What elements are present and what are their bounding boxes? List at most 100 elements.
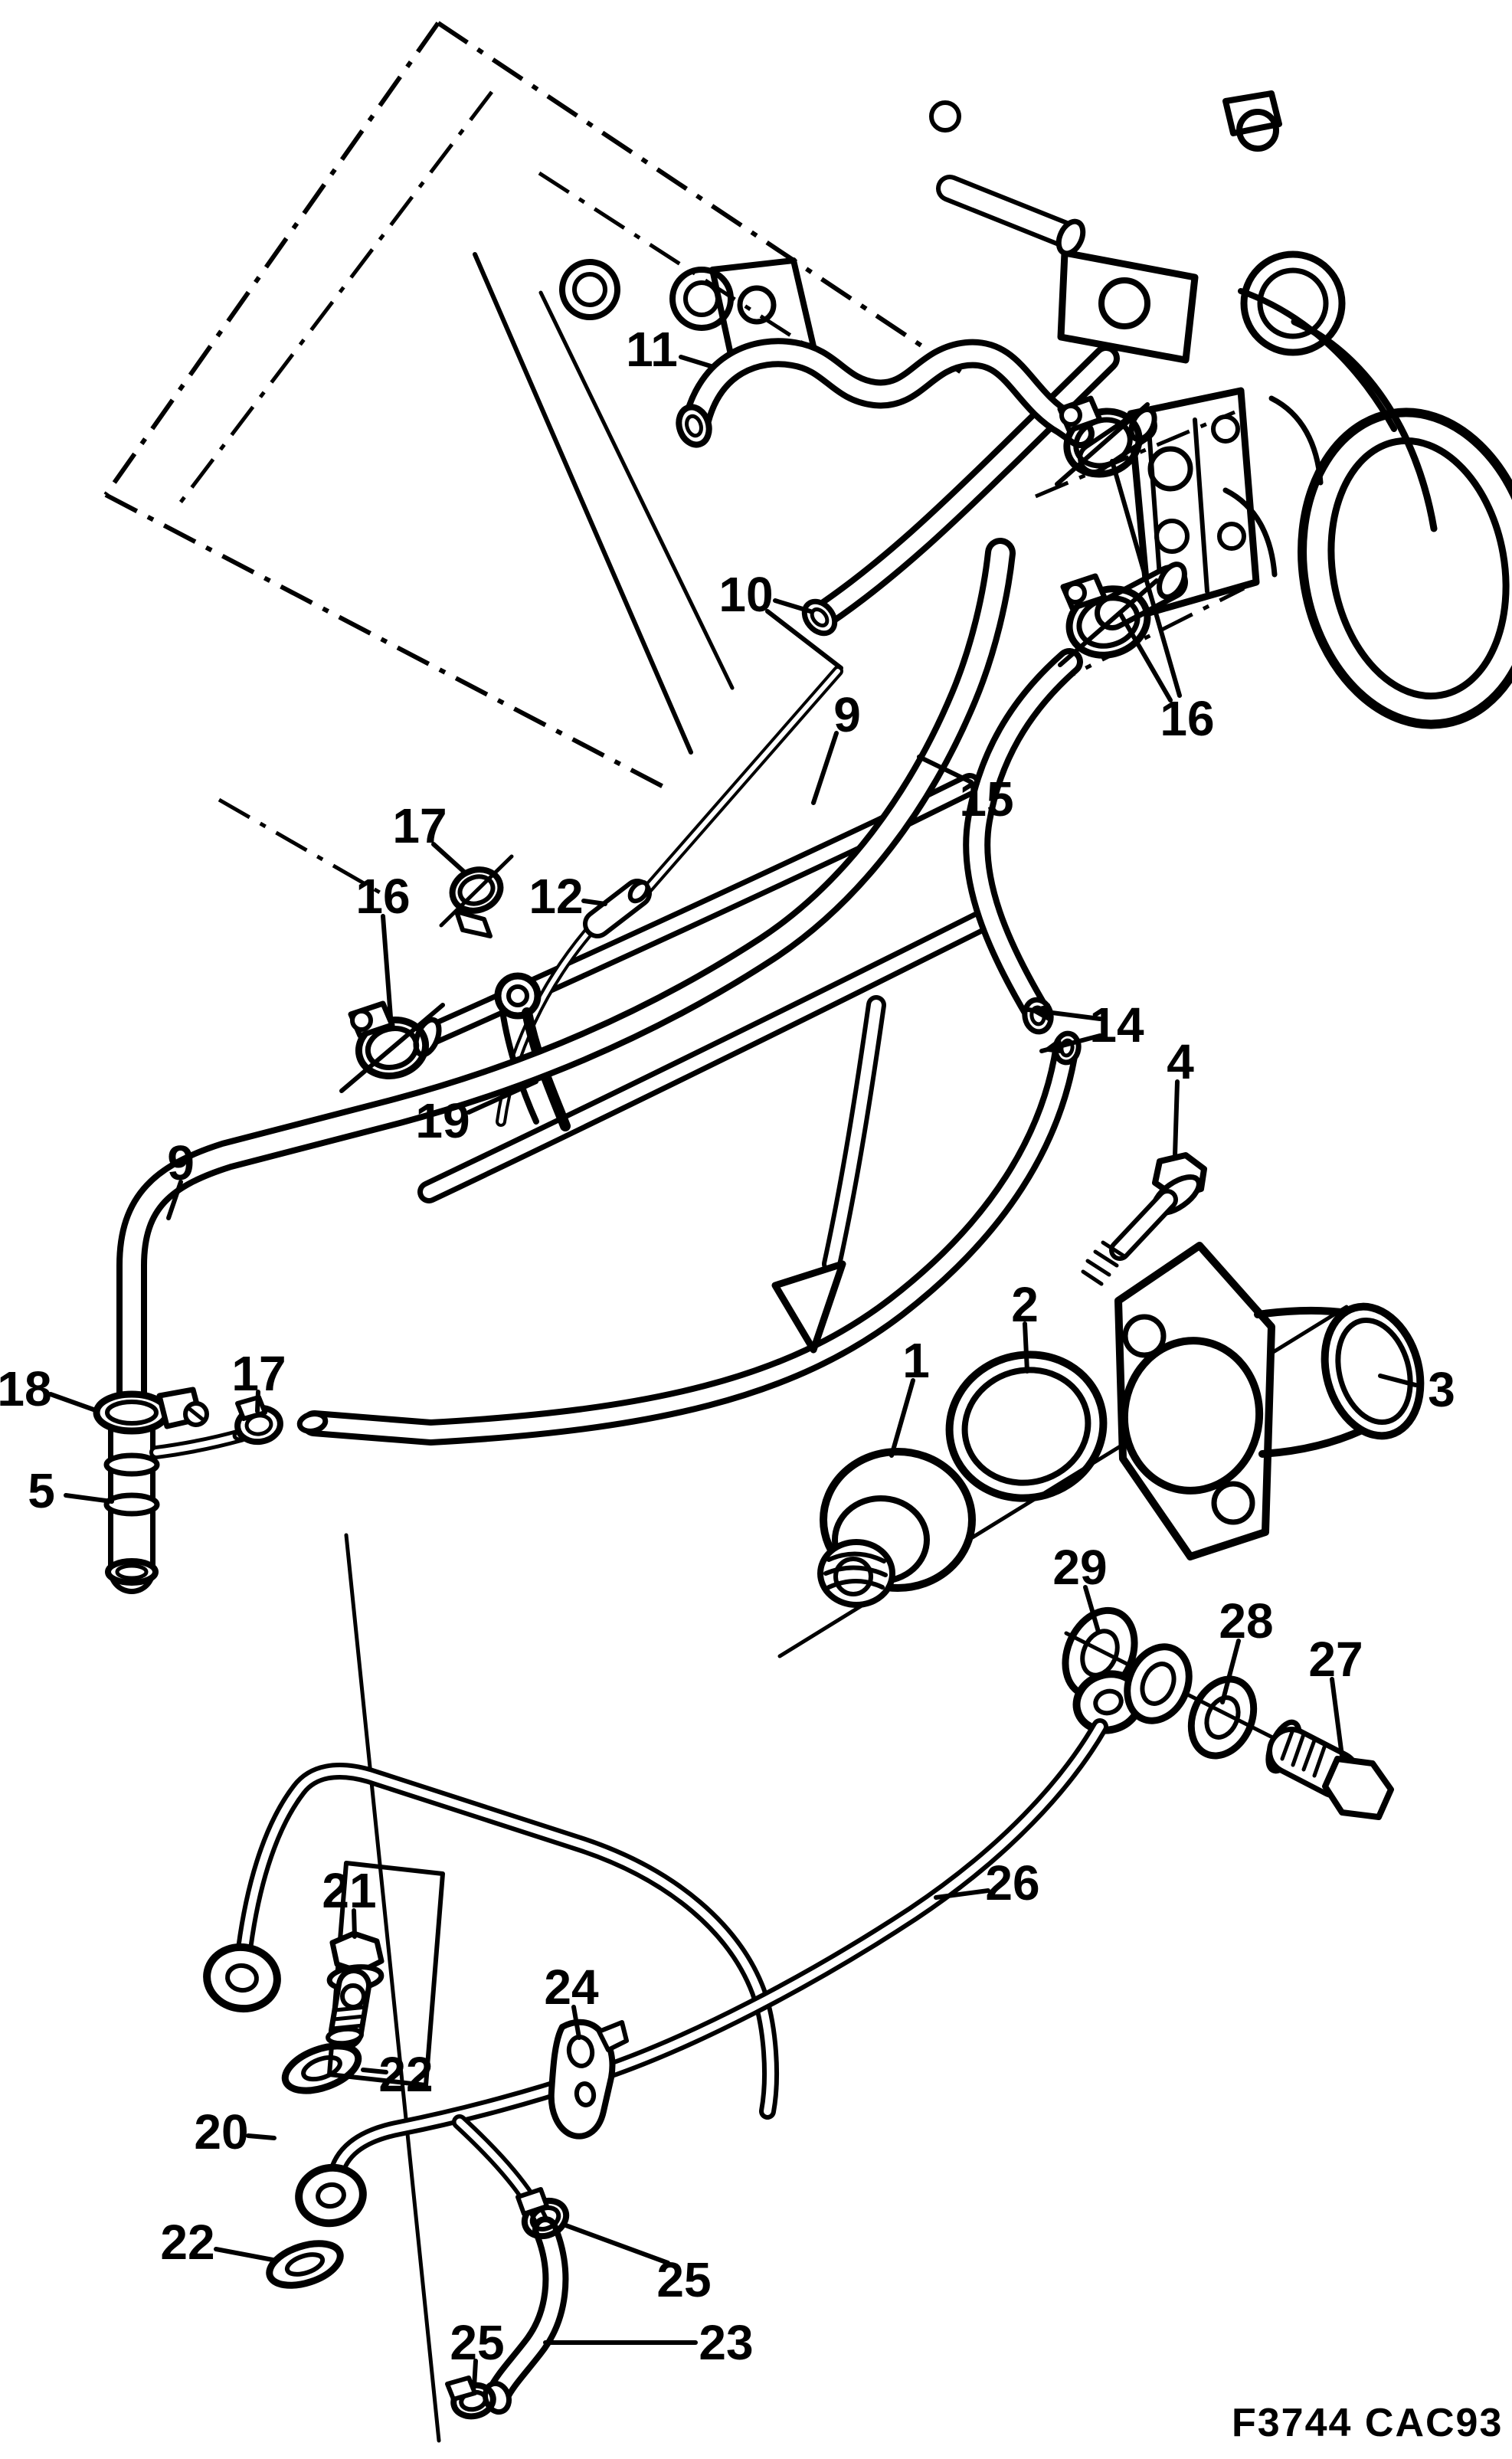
thermostat-group: [777, 1152, 1425, 1658]
part-label-25: 25: [656, 2252, 711, 2307]
callout-18-16: 18: [0, 1361, 96, 1416]
cross-hole: [340, 1983, 366, 2009]
callout-17-14: 17: [392, 798, 468, 876]
clamp-screw-icon: [1064, 581, 1087, 604]
hose-15: [963, 648, 1083, 1035]
callout-12-9: 12: [529, 869, 607, 924]
callout-14-10: 14: [1026, 997, 1144, 1054]
leader-line: [246, 2133, 277, 2140]
leader-line: [765, 609, 843, 670]
cover-boss-icon: [559, 259, 620, 320]
leader-line: [561, 2222, 670, 2265]
leader-line: [466, 1079, 538, 1115]
callout-9-5: 9: [811, 687, 861, 805]
hose-9: [116, 538, 1016, 1457]
leader-line: [679, 355, 713, 368]
direction-arrow: [771, 995, 886, 1354]
hose-open-end: [296, 1411, 329, 1434]
leader-line: [581, 899, 607, 906]
part-label-1: 1: [902, 1333, 930, 1388]
part-label-18: 18: [0, 1361, 52, 1416]
washer-22-upper: [281, 2042, 362, 2094]
callout-21-19: 21: [322, 1863, 377, 1939]
leader-line: [571, 2005, 581, 2040]
part-4-bolt: [1081, 1152, 1207, 1286]
leader-line: [1023, 1321, 1029, 1374]
banjo-bolt-21: [326, 1930, 385, 2049]
part-label-27: 27: [1308, 1632, 1363, 1687]
part-label-28: 28: [1219, 1593, 1273, 1649]
part-label-19: 19: [415, 1093, 470, 1148]
leader-line: [64, 1493, 114, 1504]
hose-10: [801, 345, 1120, 637]
part-label-4: 4: [1167, 1034, 1194, 1089]
tube-bead: [103, 1452, 160, 1477]
hose-14-connector: [296, 1030, 1082, 1446]
part-label-21: 21: [322, 1863, 376, 1918]
leader-line: [381, 914, 393, 1020]
leader-line: [1330, 1677, 1344, 1758]
part-label-16: 16: [1160, 691, 1214, 746]
washer-22-lower: [266, 2240, 344, 2289]
leader-line: [889, 1378, 915, 1458]
clamp-17-upper: [439, 854, 514, 938]
leader-line: [361, 2068, 388, 2074]
leader-line: [48, 1392, 96, 1412]
leader-line: [214, 2247, 275, 2262]
callout-23-22: 23: [543, 2315, 754, 2370]
callout-9-6: 9: [166, 1135, 195, 1220]
callout-3-2: 3: [1378, 1362, 1455, 1417]
part-label-5: 5: [28, 1463, 55, 1518]
leader-line: [1220, 1639, 1241, 1704]
leader-line: [1118, 611, 1173, 702]
banjo-eye-20: [203, 1943, 281, 2013]
coolant-pipe-assembly: [413, 666, 1000, 1203]
callout-22-21: 22: [160, 2215, 275, 2270]
hose-open-end: [676, 404, 712, 448]
clamp-screw-icon: [350, 1009, 373, 1032]
leader-line: [431, 842, 468, 876]
callout-10-7: 10: [718, 567, 843, 670]
bracket-24: [548, 2019, 629, 2140]
arrowhead: [771, 1260, 846, 1354]
part-label-29: 29: [1052, 1540, 1107, 1595]
part-label-22: 22: [160, 2215, 214, 2270]
leader-line: [472, 2359, 478, 2389]
leader-line: [1083, 1585, 1101, 1634]
callout-20-18: 20: [194, 2104, 277, 2159]
callout-22-20: 22: [361, 2047, 434, 2102]
water-tube-5-assembly: [93, 1387, 283, 1594]
pipe-26: [295, 1718, 1108, 2228]
callout-16-12: 16: [1110, 459, 1215, 746]
regulator-dome-icon: [1240, 250, 1346, 356]
part-label-17: 17: [392, 798, 447, 853]
callout-1-0: 1: [889, 1333, 930, 1458]
part-label-2: 2: [1011, 1277, 1039, 1332]
callout-19-17: 19: [415, 1079, 538, 1148]
leader-line: [934, 1888, 990, 1900]
leader-wedge-line: [344, 1533, 441, 2443]
callout-5-4: 5: [28, 1463, 114, 1518]
part-label-15: 15: [959, 771, 1013, 827]
leader-arrowhead-icon: [1042, 1037, 1065, 1054]
callout-16-13: 16: [355, 869, 411, 1020]
part-label-14: 14: [1089, 997, 1144, 1053]
leader-line: [811, 731, 839, 805]
clamp-25-lower: [445, 2376, 496, 2420]
pipe-20: [203, 1763, 779, 2120]
callout-27-27: 27: [1308, 1632, 1363, 1758]
spacer-sleeve: [1124, 1643, 1193, 1724]
leader-line: [166, 1180, 183, 1220]
hose-23-group: [445, 2187, 570, 2420]
part-label-23: 23: [699, 2315, 753, 2370]
part-label-26: 26: [985, 1855, 1039, 1911]
leader-line: [917, 755, 974, 784]
callout-2-1: 2: [1011, 1277, 1039, 1374]
clamp-16-left: [339, 1000, 445, 1093]
callout-25-25: 25: [450, 2315, 505, 2389]
part-label-10: 10: [718, 567, 773, 622]
callout-26-26: 26: [934, 1855, 1040, 1911]
part-label-9: 9: [833, 687, 861, 742]
